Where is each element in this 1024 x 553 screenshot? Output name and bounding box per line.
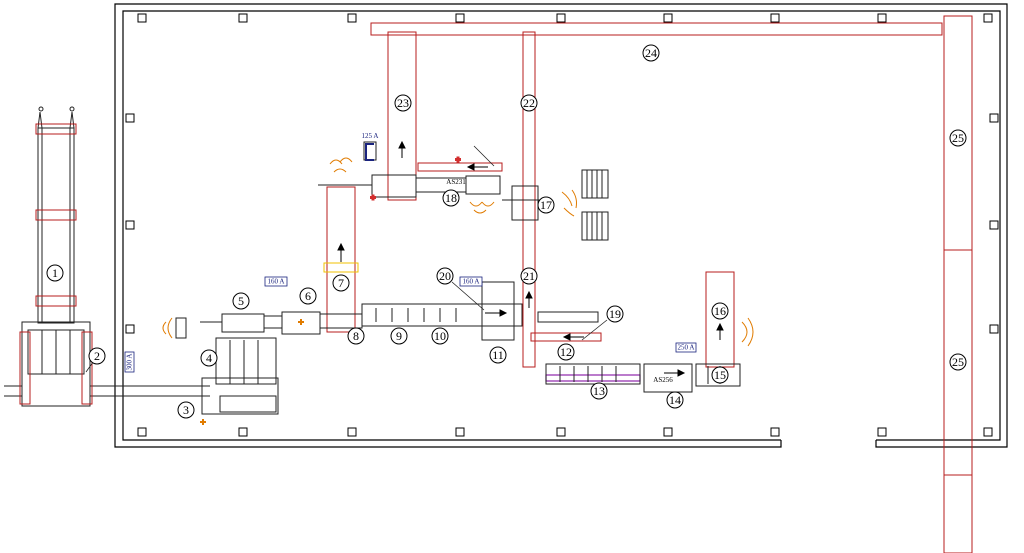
svg-text:11: 11: [492, 348, 504, 362]
svg-text:300 A: 300 A: [126, 354, 134, 371]
svg-text:16: 16: [714, 304, 726, 318]
svg-text:160 A: 160 A: [268, 278, 285, 286]
svg-text:8: 8: [353, 329, 359, 343]
svg-text:24: 24: [645, 46, 657, 60]
svg-text:15: 15: [714, 368, 726, 382]
machine-line-upper: [318, 141, 552, 221]
number-label-18: 18: [442, 189, 460, 207]
number-label-6: 6: [299, 287, 317, 305]
machine-line-lower: [175, 281, 523, 415]
number-label-15: 15: [711, 366, 729, 384]
number-label-14: 14: [666, 391, 684, 409]
crane-zones: [326, 15, 973, 553]
svg-text:19: 19: [609, 307, 621, 321]
leader-lines: [85, 145, 608, 373]
building-walls: [114, 3, 1008, 448]
number-label-9: 9: [390, 327, 408, 345]
svg-text:125 A: 125 A: [362, 132, 379, 140]
station-label-as231: AS231: [446, 178, 466, 186]
station-label-as256: AS256: [653, 376, 673, 384]
number-label-24: 24: [642, 44, 660, 62]
svg-text:25: 25: [952, 131, 964, 145]
number-label-20: 20: [436, 267, 454, 285]
amp-tag-300: 300 A: [124, 351, 135, 373]
svg-text:6: 6: [305, 289, 311, 303]
amp-tag-250: 250 A: [675, 342, 697, 353]
columns: [125, 13, 999, 437]
svg-text:1: 1: [52, 266, 58, 280]
position-markers: [200, 156, 461, 425]
blue-bracket: [365, 143, 374, 161]
svg-text:20: 20: [439, 269, 451, 283]
number-label-23: 23: [394, 94, 412, 112]
number-label-25-upper: 25: [949, 129, 967, 147]
amp-tag-160-left: 160 A: [264, 276, 288, 287]
number-label-8: 8: [347, 327, 365, 345]
number-label-2: 2: [88, 347, 106, 365]
number-label-25-lower: 25: [949, 353, 967, 371]
number-label-11: 11: [489, 346, 507, 364]
number-label-3: 3: [177, 401, 195, 419]
number-label-22: 22: [520, 94, 538, 112]
svg-text:14: 14: [669, 393, 681, 407]
svg-text:4: 4: [206, 351, 212, 365]
svg-text:7: 7: [338, 276, 344, 290]
number-label-4: 4: [200, 349, 218, 367]
svg-text:25: 25: [952, 355, 964, 369]
svg-text:2: 2: [94, 349, 100, 363]
svg-text:21: 21: [523, 269, 535, 283]
svg-text:23: 23: [397, 96, 409, 110]
number-label-16: 16: [711, 302, 729, 320]
number-label-19: 19: [606, 305, 624, 323]
operator-symbols: [162, 157, 754, 347]
number-label-12: 12: [557, 343, 575, 361]
svg-text:250 A: 250 A: [678, 344, 695, 352]
svg-text:22: 22: [523, 96, 535, 110]
number-label-1: 1: [46, 264, 64, 282]
svg-text:9: 9: [396, 329, 402, 343]
svg-text:18: 18: [445, 191, 457, 205]
svg-text:12: 12: [560, 345, 572, 359]
storage-racks: [581, 169, 609, 241]
amp-tag-160-right: 160 A: [459, 276, 483, 287]
yellow-marker: [323, 262, 359, 273]
number-label-10: 10: [431, 327, 449, 345]
amp-tag-125: 125 A: [362, 132, 379, 140]
number-label-17: 17: [537, 196, 555, 214]
number-label-13: 13: [590, 382, 608, 400]
flow-arrows: [337, 140, 724, 377]
svg-text:10: 10: [434, 329, 446, 343]
svg-text:17: 17: [540, 198, 552, 212]
number-label-5: 5: [232, 292, 250, 310]
number-label-21: 21: [520, 267, 538, 285]
svg-text:13: 13: [593, 384, 605, 398]
exterior-tower: [4, 106, 210, 407]
svg-text:3: 3: [183, 403, 189, 417]
svg-text:160 A: 160 A: [463, 278, 480, 286]
number-label-7: 7: [332, 274, 350, 292]
svg-text:5: 5: [238, 294, 244, 308]
tower-red-brackets: [19, 123, 93, 405]
